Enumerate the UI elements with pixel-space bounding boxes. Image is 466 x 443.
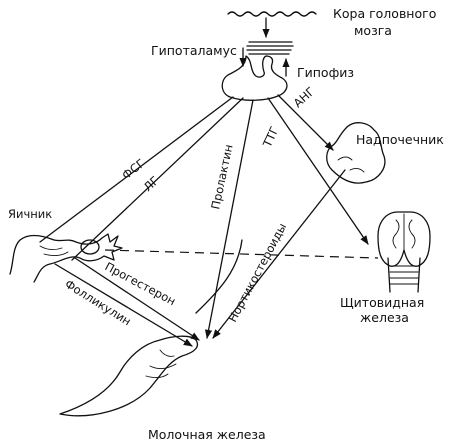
hypothalamus-lines	[246, 41, 294, 55]
hormone-ttg-label: ТТГ	[260, 124, 282, 150]
lg-line	[71, 97, 244, 261]
adrenal-label: Надпочечник	[356, 132, 444, 147]
thyroid-gland	[377, 211, 431, 293]
ovary-thyroid-dashed-line	[104, 249, 379, 259]
pituitary-label: Гипофиз	[297, 65, 354, 80]
hormone-prolactin-label: Пролактин	[208, 143, 235, 210]
hypothalamus-label: Гипоталамус	[151, 43, 237, 58]
cortex-label-line2: мозга	[354, 23, 392, 38]
thyroid-label-line1: Щитовидная	[340, 295, 424, 310]
pituitary-shape	[221, 55, 288, 101]
ang-line	[277, 94, 334, 151]
corticosteroids-line	[212, 169, 346, 339]
feedback-curve	[195, 239, 243, 314]
cortex-wave	[227, 11, 317, 17]
prolactin-line	[204, 99, 254, 339]
hormone-fsg-label: ФСГ	[119, 156, 147, 182]
fsg-line	[39, 96, 234, 243]
ttg-line	[267, 97, 369, 245]
follikulin-line	[54, 263, 193, 347]
ovary-label: Яичник	[8, 207, 52, 221]
hormone-corticosteroids-label: Нортикостероиды	[225, 221, 289, 325]
progesterone-line	[74, 257, 200, 341]
hormone-ang-label: АНГ	[291, 84, 318, 110]
adrenal-gland	[326, 122, 386, 184]
cortex-label-line1: Кора головного	[333, 6, 436, 21]
thyroid-label-line2: железа	[360, 310, 409, 325]
mammary-gland	[59, 335, 199, 417]
ovary-shape	[9, 233, 123, 283]
mammary-label: Молочная железа	[148, 427, 266, 442]
hormone-follikulin-label: Фолликулин	[62, 277, 133, 329]
